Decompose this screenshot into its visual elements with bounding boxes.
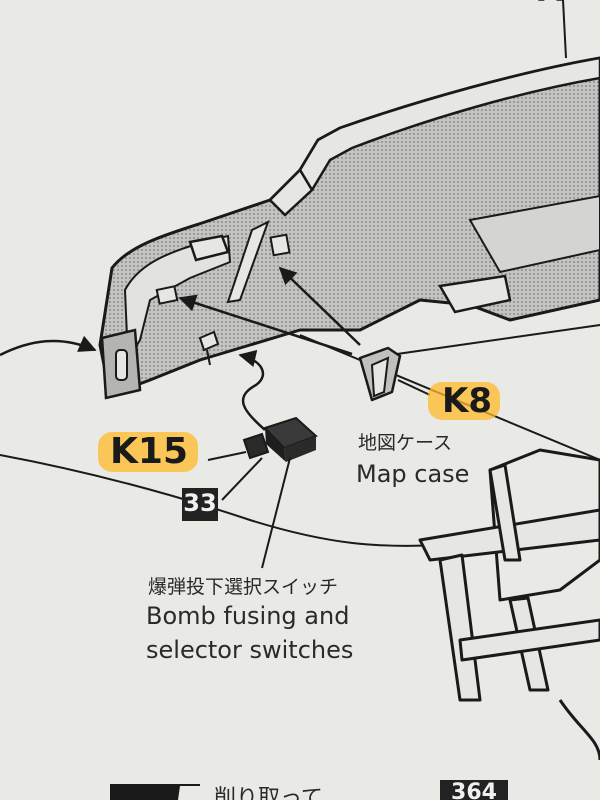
- footer-notch: [178, 786, 200, 800]
- k15-name-en-line2: selector switches: [146, 636, 354, 664]
- lead-line-a: [562, 0, 567, 59]
- footer-text-jp: 削り取って: [214, 786, 323, 800]
- assembly-label-a: A: [538, 0, 563, 6]
- part-id-k8: K8: [428, 382, 501, 420]
- k15-switches-part: [198, 330, 318, 569]
- bracket-assembly: [418, 448, 600, 761]
- k8-map-case-part: [178, 266, 431, 402]
- step-number-33: 33: [182, 488, 218, 521]
- k8-name-jp: 地図ケース: [358, 432, 453, 454]
- footer-step-number: 364: [440, 780, 508, 800]
- k8-name-en: Map case: [356, 460, 470, 488]
- part-id-k15: K15: [98, 432, 198, 472]
- footer-bar: [110, 784, 200, 800]
- cockpit-panel: [98, 56, 600, 400]
- k15-name-en-line1: Bomb fusing and: [146, 602, 350, 630]
- k15-name-jp: 爆弾投下選択スイッチ: [148, 576, 339, 598]
- arrow-to-panel-end: [0, 335, 97, 357]
